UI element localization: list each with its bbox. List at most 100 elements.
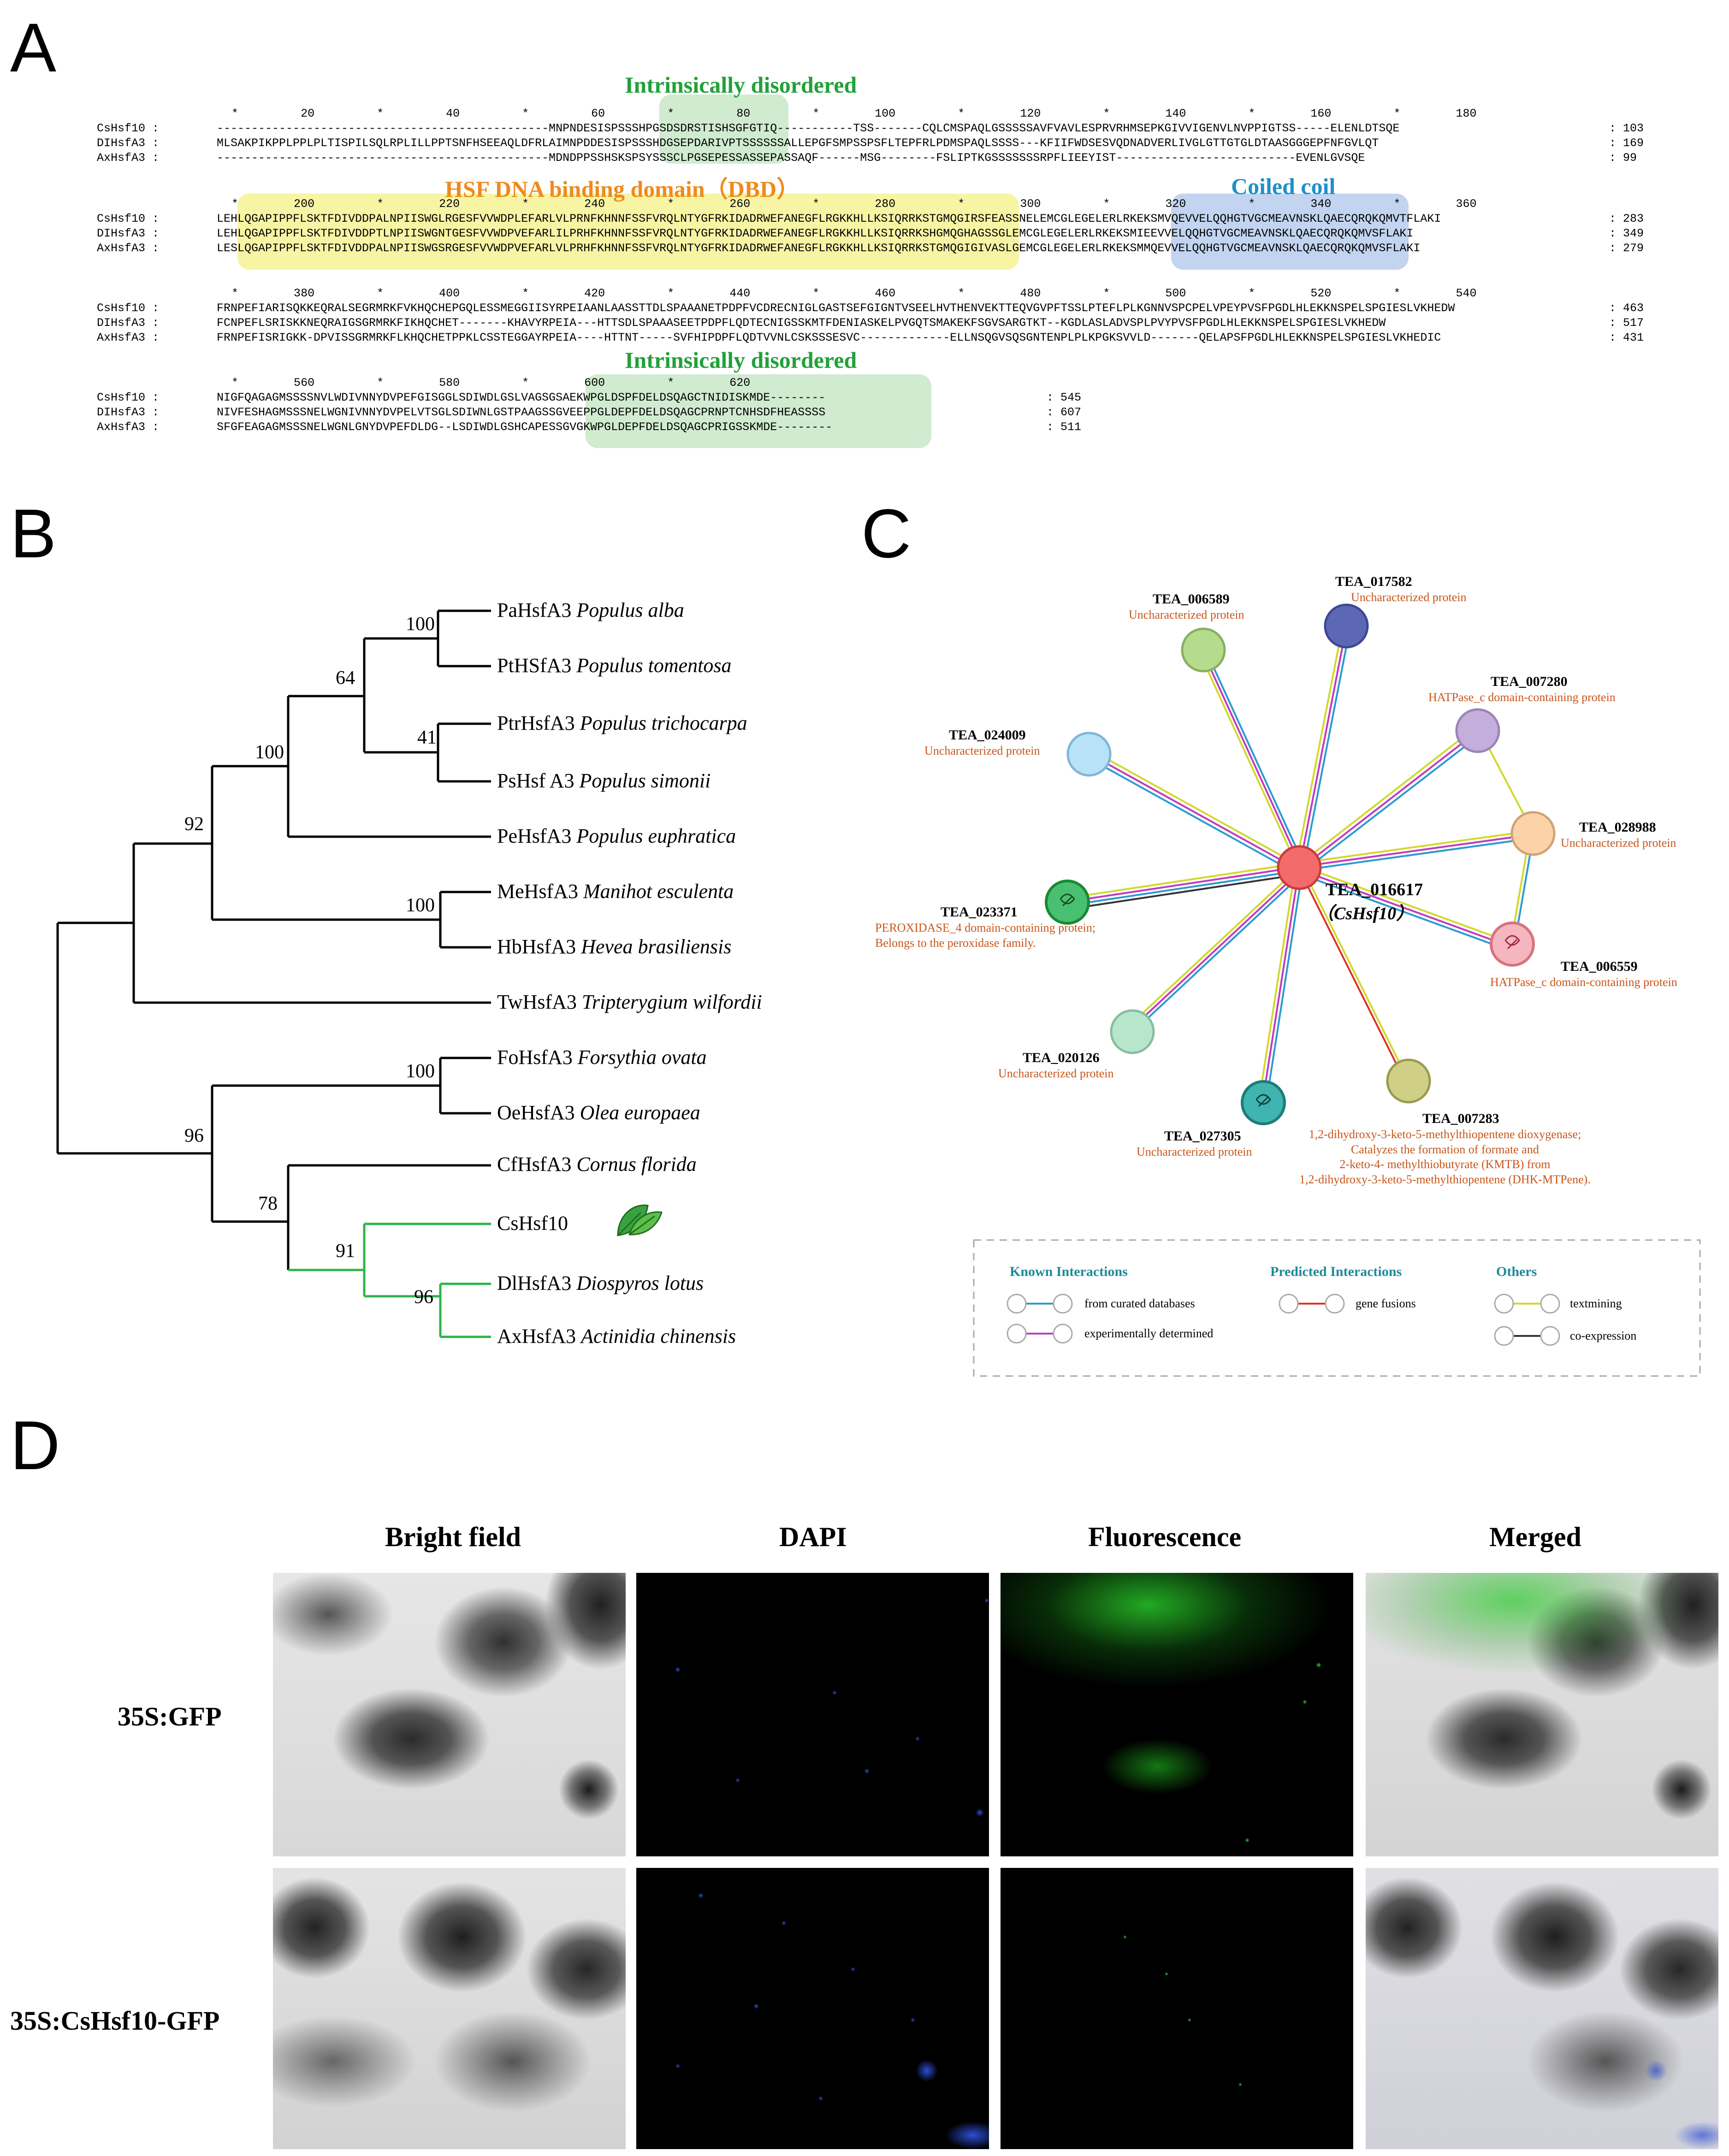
interaction-network <box>973 603 1701 1377</box>
seq-residues: SFGFEAGAGMSSSNELWGNLGNYDVPEFDLDG--LSDIWD… <box>217 421 833 433</box>
seq-residues: LEHLQGAPIPPFLSKTFDIVDDPTLNPIISWGNTGESFVV… <box>217 227 1414 239</box>
seq-position: : 511 <box>1047 420 1082 434</box>
alignment-block-4: CsHsf10 : NIGFQAGAGMSSSSNVLWDIVNNYDVPEFG… <box>97 390 1081 434</box>
seq-position: : 349 <box>1609 226 1644 240</box>
taxon-label: DlHsfA3 Diospyros lotus <box>497 1272 704 1294</box>
taxon-label: MeHsfA3 Manihot esculenta <box>497 880 734 903</box>
edge <box>1067 863 1297 910</box>
alignment-ruler-3: * 380 * 400 * 420 * 440 * 460 * 480 * 50… <box>121 287 1477 300</box>
node-desc: Uncharacterized protein <box>1137 1145 1252 1158</box>
bootstrap-value: 41 <box>417 727 437 748</box>
node-desc: Uncharacterized protein <box>924 744 1040 757</box>
legend-textmining: textmining <box>1570 1297 1622 1310</box>
alignment-ruler-4: * 560 * 580 * 600 * 620 <box>121 376 751 390</box>
panel-label-d: D <box>10 1406 60 1484</box>
seq-name: DIHsfA3 : <box>97 316 160 330</box>
legend-swatches <box>1007 1294 1560 1346</box>
alignment-panel: Intrinsically disordered HSF DNA binding… <box>0 0 1729 461</box>
coil-label: Coiled coil <box>1231 173 1336 199</box>
network-node <box>1386 1058 1431 1104</box>
seq-residues: FRNPEFISRIGKK-DPVISSGRMRKFLKHQCHETPPKLCS… <box>217 331 1441 343</box>
node-desc: HATPase_c domain-containing protein <box>1490 975 1677 989</box>
row-title: 35S:GFP <box>118 1701 222 1731</box>
phylogenetic-tree <box>56 609 491 1338</box>
protein-structure-icon <box>1060 893 1075 907</box>
idr2-label: Intrinsically disordered <box>625 347 857 373</box>
node-id: TEA_023371 <box>941 904 1018 920</box>
alignment-block-3: CsHsf10 : FRNPEFIARISQKKEQRALSEGRMRKFVKH… <box>97 301 1644 345</box>
panel-label-b: B <box>10 495 57 572</box>
network-node-center <box>1277 845 1322 890</box>
legend-predicted-title: Predicted Interactions <box>1270 1264 1402 1279</box>
coil-region-box <box>1171 194 1409 270</box>
taxon-label: AxHsfA3 Actinidia chinensis <box>497 1325 736 1347</box>
bootstrap-value: 96 <box>414 1287 433 1308</box>
panel-label-c: C <box>861 495 912 572</box>
column-title: DAPI <box>779 1522 847 1552</box>
seq-name: CsHsf10 : <box>97 390 160 404</box>
node-id: TEA_006559 <box>1561 959 1638 974</box>
node-desc: PEROXIDASE_4 domain-containing protein;B… <box>875 921 1096 950</box>
legend-coexpression: co-expression <box>1570 1329 1637 1342</box>
edge <box>1258 872 1303 1104</box>
taxon-label: PaHsfA3 Populus alba <box>497 599 684 621</box>
idr1-region-box <box>659 95 788 164</box>
image-cshsf10-gfp-merged <box>1366 1868 1718 2149</box>
tree-branch <box>439 891 491 949</box>
idr1-label: Intrinsically disordered <box>625 72 857 98</box>
seq-name: CsHsf10 : <box>97 212 160 225</box>
image-cshsf10-gfp-fluorescence <box>1001 1868 1353 2149</box>
bootstrap-value: 100 <box>406 1061 435 1082</box>
seq-position: : 283 <box>1609 212 1644 225</box>
network-node <box>1110 1009 1155 1054</box>
alignment-ruler-2: * 200 * 220 * 240 * 260 * 280 * 300 * 32… <box>121 197 1477 211</box>
image-35s-gfp-dapi <box>636 1573 989 1856</box>
edge <box>1300 830 1534 871</box>
bootstrap-value: 96 <box>184 1125 204 1146</box>
tree-branch <box>211 1084 440 1223</box>
node-desc: 1,2-dihydroxy-3-keto-5-methylthiopentene… <box>1299 1128 1591 1186</box>
protein-structure-icon <box>1255 1094 1271 1107</box>
node-id: TEA_017582 <box>1335 574 1412 589</box>
image-35s-gfp-merged <box>1366 1573 1718 1856</box>
tree-branch-highlight <box>439 1282 491 1338</box>
dbd-region-box <box>237 194 1019 270</box>
seq-position: : 279 <box>1609 241 1644 255</box>
edge <box>1088 750 1295 871</box>
seq-residues: FCNPEFLSRISKKNEQRAIGSGRMRKFIKHQCHET-----… <box>217 317 1386 329</box>
legend-known-title: Known Interactions <box>1010 1264 1128 1279</box>
taxon-label: TwHsfA3 Tripterygium wilfordii <box>497 991 762 1013</box>
seq-residues: FRNPEFIARISQKKEQRALSEGRMRKFVKHQCHEPGQLES… <box>217 302 1455 314</box>
legend-fusion: gene fusions <box>1356 1297 1416 1310</box>
node-id: TEA_024009 <box>949 727 1026 743</box>
taxon-label: CsHsf10 <box>497 1212 568 1235</box>
row-title: 35S:CsHsf10-GFP <box>10 2006 220 2036</box>
column-title: Merged <box>1489 1522 1581 1552</box>
bootstrap-value: 78 <box>258 1193 278 1214</box>
node-id: TEA_027305 <box>1164 1128 1241 1144</box>
seq-residues: ----------------------------------------… <box>217 152 1365 164</box>
legend-others-title: Others <box>1496 1264 1537 1279</box>
idr2-region-box <box>586 374 931 448</box>
seq-position: : 431 <box>1609 331 1644 344</box>
network-node <box>1066 732 1112 777</box>
bootstrap-value: 100 <box>406 895 435 916</box>
seq-residues: NIGFQAGAGMSSSSNVLWDIVNNYDVPEFGISGGLSDIWD… <box>217 391 826 403</box>
seq-name: AxHsfA3 : <box>97 331 160 344</box>
seq-name: CsHsf10 : <box>97 121 160 135</box>
seq-residues: MLSAKPIKPPLPPLPLTISPILSQLRPLILLPPTSNFHSE… <box>217 137 1379 149</box>
taxon-label: FoHsfA3 Forsythia ovata <box>497 1046 707 1069</box>
bootstrap-value: 92 <box>184 814 204 835</box>
alignment-block-2: CsHsf10 : LEHLQGAPIPPFLSKTFDIVDDPALNPIIS… <box>97 211 1644 255</box>
edge <box>1198 649 1305 868</box>
node-id: TEA_020126 <box>1023 1050 1100 1065</box>
edge <box>1295 626 1351 870</box>
node-desc: Uncharacterized protein <box>998 1067 1114 1080</box>
edge <box>1300 871 1409 1083</box>
taxon-label: PeHsfA3 Populus euphratica <box>497 825 736 847</box>
tree-branch <box>437 609 491 667</box>
tree-branch <box>437 722 491 783</box>
node-id: TEA_007283 <box>1422 1111 1499 1126</box>
dbd-label: HSF DNA binding domain（DBD） <box>445 176 800 202</box>
bootstrap-value: 91 <box>336 1240 355 1262</box>
